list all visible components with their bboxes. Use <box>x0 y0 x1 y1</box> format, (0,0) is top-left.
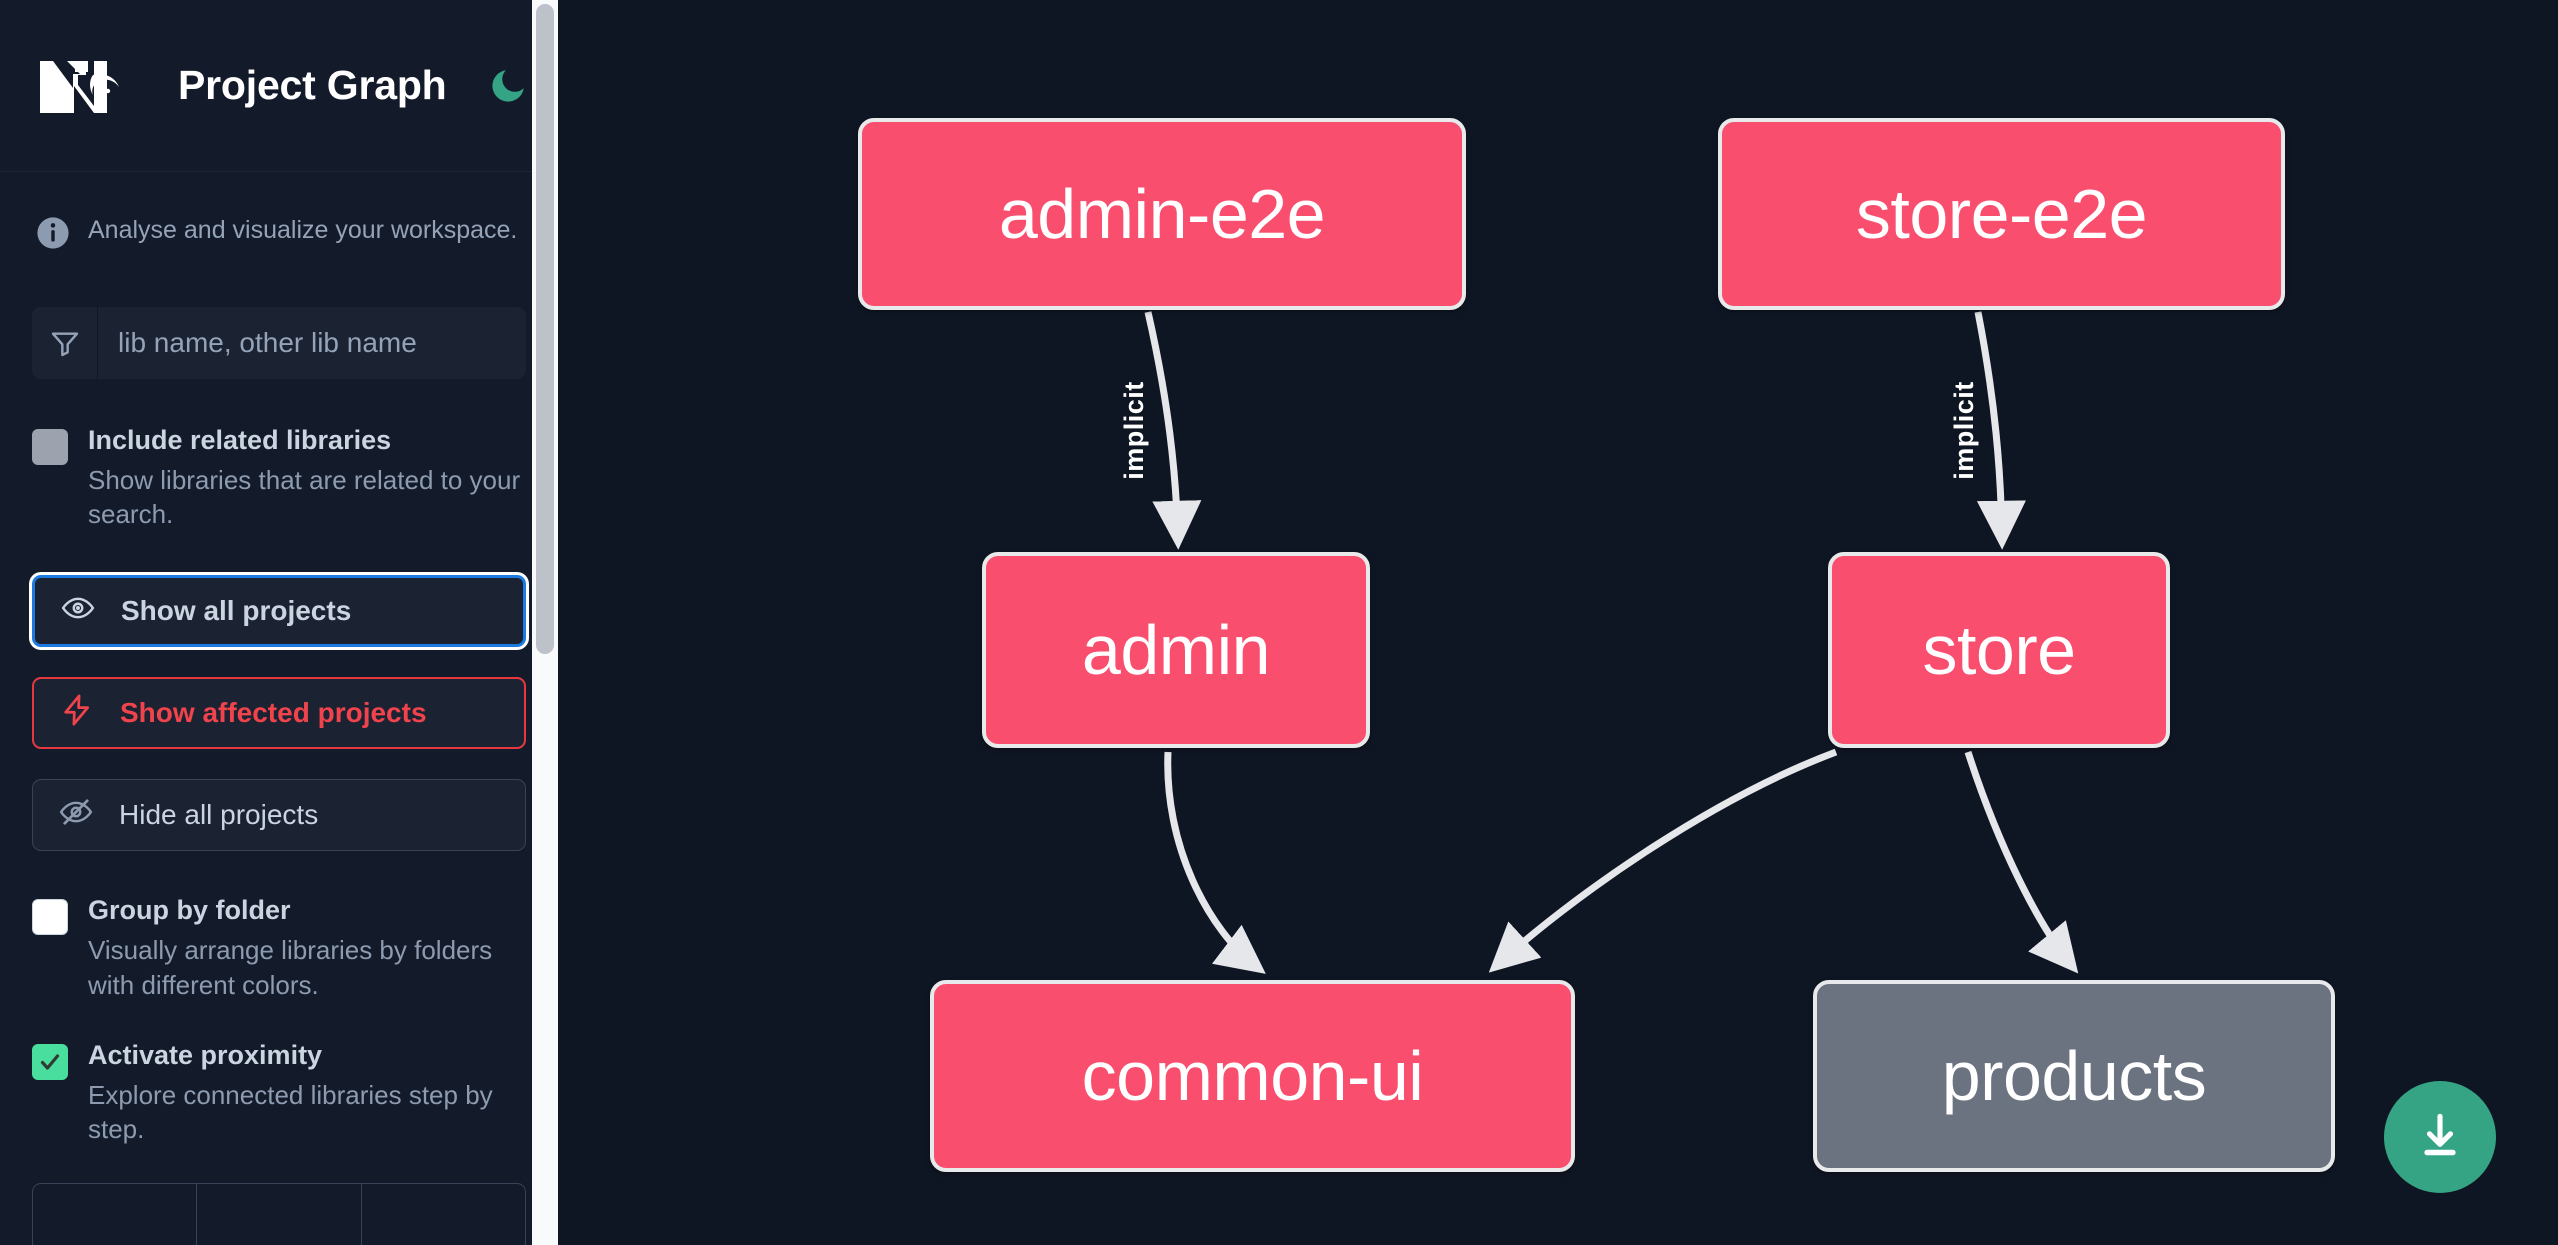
node-label: admin-e2e <box>998 175 1326 253</box>
node-label: store-e2e <box>1855 175 2148 253</box>
sidebar-scrollbar-thumb[interactable] <box>536 4 554 654</box>
option-group-by-folder[interactable]: Group by folder Visually arrange librari… <box>32 895 526 1001</box>
edge-store-to-common-ui <box>1488 748 1838 973</box>
workspace-blurb-text: Analyse and visualize your workspace. <box>88 216 518 244</box>
graph-node-admin-e2e[interactable]: admin-e2e <box>858 118 1466 310</box>
show-all-projects-button[interactable]: Show all projects <box>32 575 526 648</box>
graph-node-store[interactable]: store <box>1828 552 2170 748</box>
node-label: store <box>1922 611 2076 689</box>
moon-icon[interactable] <box>487 63 529 109</box>
option-label: Include related libraries <box>88 425 392 455</box>
group-by-folder-checkbox[interactable] <box>32 899 68 936</box>
lightning-bolt-icon <box>60 693 94 734</box>
graph-node-admin[interactable]: admin <box>982 552 1370 748</box>
graph-node-store-e2e[interactable]: store-e2e <box>1718 118 2285 310</box>
eye-slash-icon <box>59 795 93 836</box>
page-title: Project Graph <box>178 62 447 108</box>
search-field-wrapper[interactable] <box>32 307 526 379</box>
edge-admin-to-common-ui <box>1164 751 1266 974</box>
edge-store-to-products <box>1964 750 2079 974</box>
nx-logo-icon <box>36 53 130 119</box>
workspace-blurb: Analyse and visualize your workspace. <box>32 172 526 255</box>
download-icon <box>2412 1107 2468 1168</box>
graph-edges <box>1144 311 2079 974</box>
download-image-button[interactable] <box>2384 1081 2496 1193</box>
filter-funnel-icon <box>32 307 98 379</box>
show-all-projects-label: Show all projects <box>121 595 352 627</box>
graph-node-common-ui[interactable]: common-ui <box>930 980 1575 1172</box>
bottom-segmented-control[interactable] <box>32 1183 526 1245</box>
option-activate-proximity[interactable]: Activate proximity Explore connected lib… <box>32 1040 526 1146</box>
sidebar: Project Graph Analyse and visualize your… <box>0 0 558 1245</box>
sidebar-scrollbar-track[interactable] <box>532 0 558 1245</box>
include-related-libraries-checkbox[interactable] <box>32 429 68 465</box>
segment-2[interactable] <box>197 1184 362 1245</box>
hide-all-projects-button[interactable]: Hide all projects <box>32 779 526 852</box>
edge-admin-e2e-to-admin <box>1144 311 1202 550</box>
activate-proximity-checkbox[interactable] <box>32 1043 68 1080</box>
option-description: Explore connected libraries step by step… <box>88 1079 493 1145</box>
show-affected-projects-label: Show affected projects <box>120 697 427 729</box>
info-circle-icon <box>36 216 70 255</box>
show-affected-projects-button[interactable]: Show affected projects <box>32 677 526 750</box>
segment-1[interactable] <box>33 1184 198 1245</box>
node-label: admin <box>1081 611 1271 689</box>
option-label: Group by folder <box>88 895 291 926</box>
project-graph-canvas[interactable]: admin-e2e store-e2e admin store common-u… <box>558 0 2558 1245</box>
sidebar-body: Analyse and visualize your workspace. In… <box>0 172 558 1146</box>
eye-icon <box>61 591 95 632</box>
sidebar-header: Project Graph <box>0 0 558 172</box>
node-label: common-ui <box>1081 1037 1424 1115</box>
option-label: Activate proximity <box>88 1039 323 1070</box>
option-include-related-libraries[interactable]: Include related libraries Show libraries… <box>32 425 526 531</box>
search-input[interactable] <box>98 307 526 379</box>
option-description: Visually arrange libraries by folders wi… <box>88 935 493 1000</box>
option-description: Show libraries that are related to your … <box>88 464 521 530</box>
node-label: products <box>1941 1037 2207 1115</box>
hide-all-projects-label: Hide all projects <box>119 799 319 831</box>
edge-store-e2e-to-store <box>1974 311 2026 550</box>
segment-3[interactable] <box>362 1184 525 1245</box>
graph-node-products[interactable]: products <box>1813 980 2335 1172</box>
visibility-button-group: Show all projects Show affected projects <box>32 575 526 852</box>
